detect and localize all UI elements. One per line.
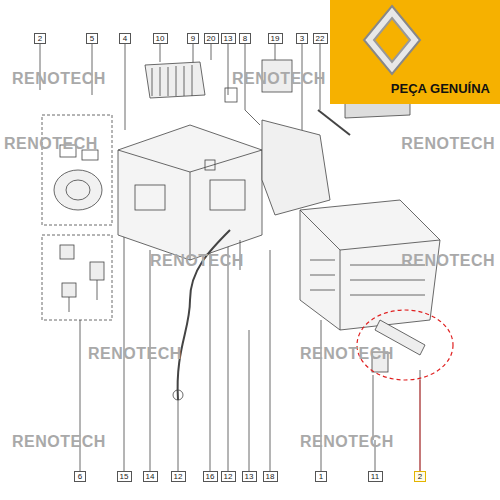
callout-number: 8 [243,34,247,43]
callout-box: 15 [117,471,132,482]
callout-box: 2 [414,471,426,482]
callout-box: 10 [153,33,168,44]
callout-number: 16 [206,472,215,481]
watermark: RENOTECH [300,433,394,451]
callout-number: 1 [319,472,323,481]
callout-box: 1 [315,471,327,482]
callout-number: 18 [266,472,275,481]
watermark: RENOTECH [12,433,106,451]
callout-number: 20 [207,34,216,43]
callout-box: 8 [239,33,251,44]
callout-number: 9 [191,34,195,43]
callout-number: 13 [245,472,254,481]
callout-box: 16 [203,471,218,482]
callout-box: 14 [143,471,158,482]
callout-number: 2 [38,34,42,43]
callout-box: 12 [171,471,186,482]
callout-number: 5 [90,34,94,43]
callout-number: 13 [224,34,233,43]
callout-box: 19 [268,33,283,44]
callout-box: 20 [204,33,219,44]
callout-box: 5 [86,33,98,44]
callout-box: 6 [74,471,86,482]
genuine-part-panel: PEÇA GENUÍNA [330,0,500,104]
watermark: RENOTECH [401,252,495,270]
callout-box: 2 [34,33,46,44]
callout-number: 14 [146,472,155,481]
watermark: RENOTECH [88,345,182,363]
callout-number: 3 [300,34,304,43]
watermark: RENOTECH [401,135,495,153]
watermark: RENOTECH [300,345,394,363]
callout-box: 4 [119,33,131,44]
callout-number: 10 [156,34,165,43]
callout-number: 12 [224,472,233,481]
callout-number: 2 [418,472,422,481]
watermark: RENOTECH [4,135,98,153]
callout-box: 9 [187,33,199,44]
callout-number: 19 [271,34,280,43]
callout-number: 4 [123,34,127,43]
callout-box: 13 [221,33,236,44]
callout-box: 12 [221,471,236,482]
callout-number: 6 [78,472,82,481]
callout-box: 3 [296,33,308,44]
callout-box: 18 [263,471,278,482]
panel-text: PEÇA GENUÍNA [391,81,490,96]
callout-number: 11 [371,472,379,481]
callout-box: 13 [242,471,257,482]
callout-box: 22 [313,33,328,44]
watermark: RENOTECH [12,70,106,88]
callout-number: 15 [120,472,129,481]
callout-number: 12 [174,472,183,481]
watermark: RENOTECH [232,70,326,88]
callout-number: 22 [316,34,325,43]
watermark: RENOTECH [150,252,244,270]
callout-box: 11 [368,471,383,482]
